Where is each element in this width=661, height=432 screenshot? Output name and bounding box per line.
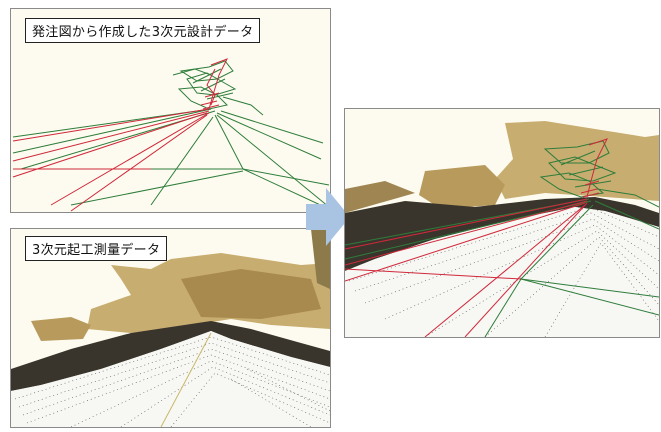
design-data-label: 発注図から作成した3次元設計データ: [25, 18, 261, 43]
combined-terrain: [495, 121, 659, 201]
survey-centerline: [160, 332, 212, 427]
combined-ridge: [345, 197, 659, 271]
survey-slope: [11, 331, 330, 427]
combined-wireframe-red: [345, 138, 608, 337]
survey-point-cloud: [11, 229, 330, 427]
survey-data-label: 3次元起工測量データ: [25, 236, 168, 261]
survey-data-panel: 3次元起工測量データ: [10, 228, 331, 428]
combined-point-rows: [348, 206, 659, 337]
survey-terrain-shade: [181, 269, 321, 319]
combined-data-panel: [344, 108, 660, 338]
design-data-panel: 発注図から作成した3次元設計データ: [10, 8, 331, 213]
design-wireframe: [12, 58, 330, 212]
survey-ridge: [11, 321, 330, 391]
combine-arrow-icon: [306, 188, 350, 246]
survey-point-rows: [14, 336, 330, 427]
combined-overlay: [345, 121, 659, 337]
survey-terrain-left: [31, 317, 91, 341]
combined-terrain-edge: [345, 181, 415, 213]
survey-terrain-corner: [311, 229, 330, 289]
combined-terrain-left: [419, 165, 505, 209]
design-wireframe-red: [12, 58, 229, 212]
combined-slope: [345, 207, 659, 337]
